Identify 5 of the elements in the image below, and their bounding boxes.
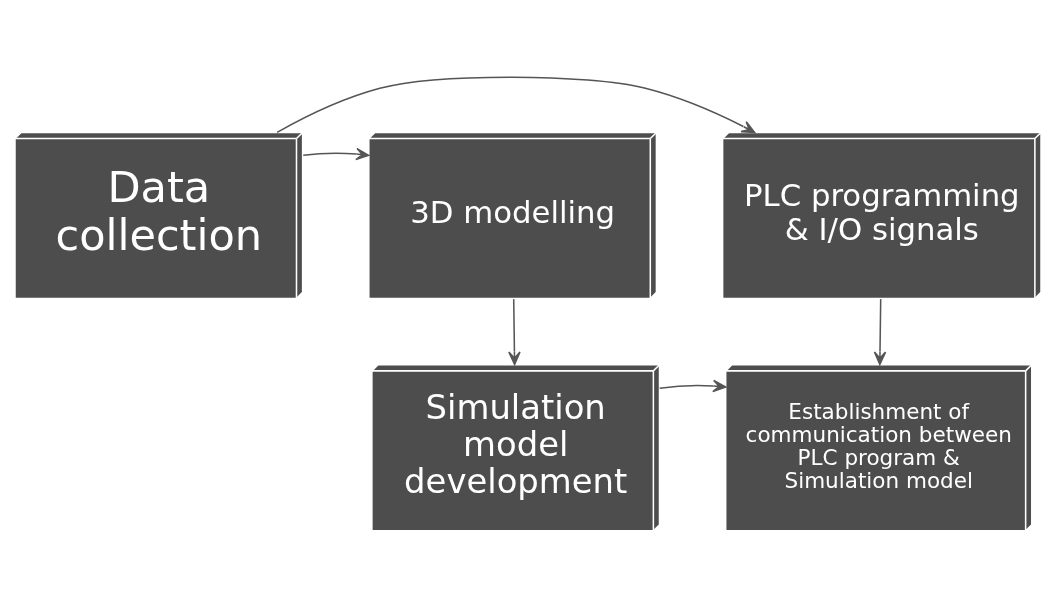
arrow [873, 298, 887, 366]
arrow [508, 298, 521, 366]
arrow [302, 147, 370, 161]
arrow [658, 379, 727, 393]
arrow [276, 76, 756, 134]
